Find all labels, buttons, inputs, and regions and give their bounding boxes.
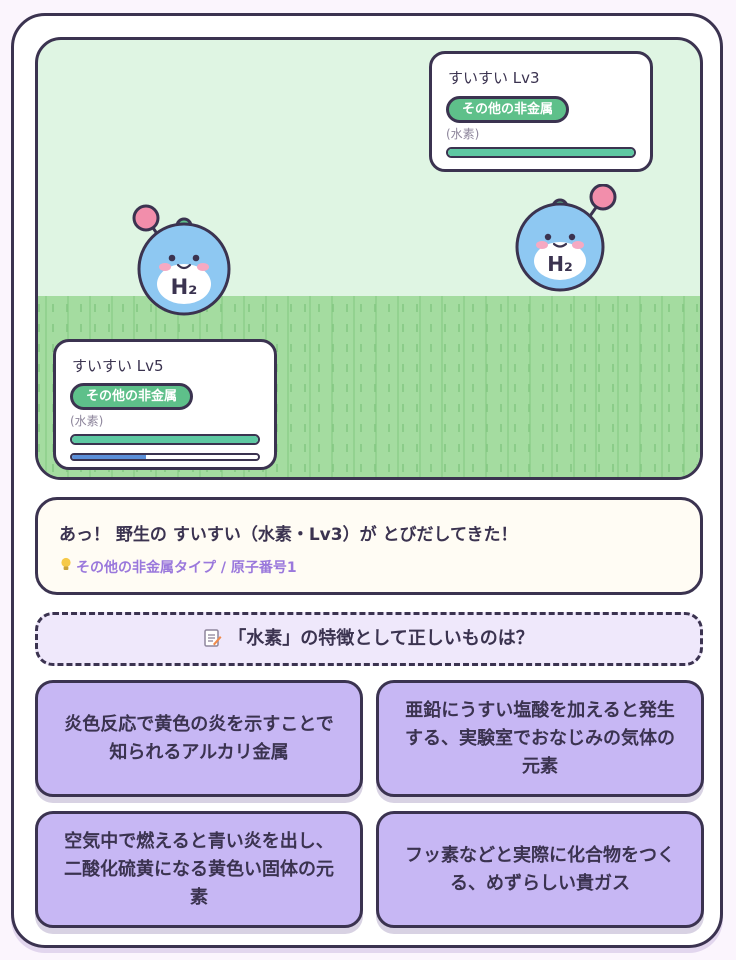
player-name: すいすい Lv5 bbox=[72, 357, 164, 375]
enemy-hp-bar bbox=[446, 147, 636, 158]
player-hp-fill bbox=[72, 436, 258, 443]
battle-message: あっ！ 野生の すいすい（水素・Lv3）が とびだしてきた！ bbox=[59, 525, 518, 545]
answer-option-1-label: 炎色反応で黄色の炎を示すことで知られるアルカリ金属 bbox=[64, 713, 334, 763]
answer-option-3-label: 空気中で燃えると青い炎を出し、二酸化硫黄になる黄色い固体の元素 bbox=[64, 830, 334, 908]
lightbulb-icon bbox=[60, 557, 76, 576]
enemy-element-label: (水素) bbox=[446, 127, 480, 141]
enemy-type-badge: その他の非金属 bbox=[446, 96, 570, 123]
enemy-status-panel: すいすい Lv3 その他の非金属 (水素) bbox=[429, 51, 653, 172]
player-type-badge: その他の非金属 bbox=[70, 383, 194, 410]
player-status-panel: すいすい Lv5 その他の非金属 (水素) bbox=[53, 339, 277, 470]
answer-option-3[interactable]: 空気中で燃えると青い炎を出し、二酸化硫黄になる黄色い固体の元素 bbox=[35, 811, 363, 928]
answer-option-1[interactable]: 炎色反応で黄色の炎を示すことで知られるアルカリ金属 bbox=[35, 680, 363, 797]
player-xp-bar bbox=[70, 453, 260, 461]
answer-option-4-label: フッ素などと実際に化合物をつくる、めずらしい貴ガス bbox=[405, 844, 675, 894]
player-monster: H₂ bbox=[130, 202, 240, 321]
hint-text: その他の非金属タイプ / 原子番号1 bbox=[76, 560, 297, 576]
player-element-label: (水素) bbox=[70, 414, 104, 428]
player-hp-bar bbox=[70, 434, 260, 445]
battle-arena: すいすい Lv3 その他の非金属 (水素) H₂ bbox=[35, 37, 703, 480]
hint-line: その他の非金属タイプ / 原子番号1 bbox=[60, 557, 297, 577]
enemy-monster: H₂ bbox=[510, 183, 620, 298]
answer-option-2[interactable]: 亜鉛にうすい塩酸を加えると発生する、実験室でおなじみの気体の元素 bbox=[376, 680, 704, 797]
battle-message-box: あっ！ 野生の すいすい（水素・Lv3）が とびだしてきた！ その他の非金属タイ… bbox=[35, 497, 703, 595]
player-xp-fill bbox=[72, 455, 147, 459]
memo-icon bbox=[204, 628, 222, 652]
enemy-hp-fill bbox=[448, 149, 634, 156]
question-box: 「水素」の特徴として正しいものは？ bbox=[35, 612, 703, 666]
answer-option-4[interactable]: フッ素などと実際に化合物をつくる、めずらしい貴ガス bbox=[376, 811, 704, 928]
enemy-name: すいすい Lv3 bbox=[448, 69, 540, 87]
answer-option-2-label: 亜鉛にうすい塩酸を加えると発生する、実験室でおなじみの気体の元素 bbox=[405, 699, 675, 777]
enemy-formula: H₂ bbox=[547, 252, 573, 276]
player-formula: H₂ bbox=[171, 275, 198, 299]
question-text: 「水素」の特徴として正しいものは？ bbox=[228, 628, 534, 649]
